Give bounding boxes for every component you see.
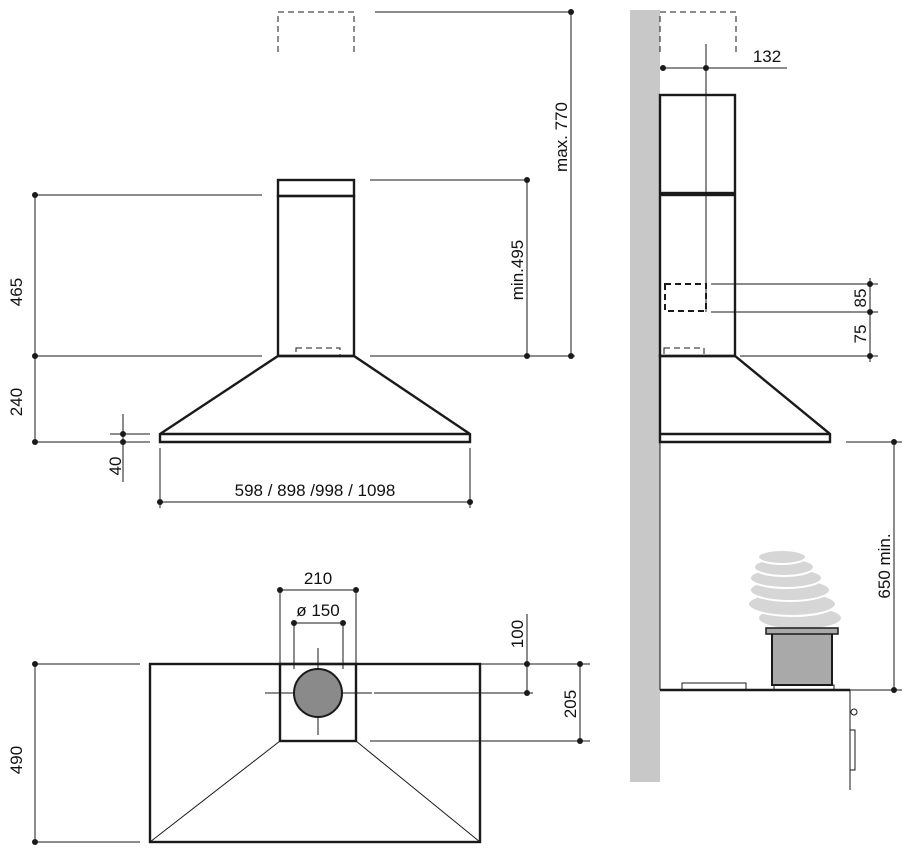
front-view: 465 240 40 598 / 898 /998 / 1098 min.495… [7, 9, 575, 508]
dim-490: 490 [7, 746, 26, 774]
side-chimney-extension-dashed [659, 11, 737, 52]
side-canopy [658, 354, 832, 444]
dim-465: 465 [7, 278, 26, 306]
dim-205: 205 [561, 690, 580, 718]
top-view: 210 ø 150 100 205 490 [7, 569, 590, 845]
dim-210: 210 [304, 569, 332, 588]
side-vent-dashed [663, 347, 705, 357]
dim-132: 132 [753, 47, 781, 66]
chimney-extension-dashed [277, 11, 355, 52]
chimney-top [276, 178, 356, 198]
side-view: 132 85 75 650 min. [630, 10, 902, 790]
dim-diameter-150: ø 150 [296, 601, 339, 620]
dim-650-min: 650 min. [875, 533, 894, 598]
side-chimney-lower [658, 193, 737, 358]
pot [771, 632, 833, 686]
dim-100: 100 [508, 620, 527, 648]
dim-75: 75 [851, 325, 870, 344]
hob-burner-2 [773, 684, 835, 691]
steam [747, 549, 843, 631]
pot-rim [765, 627, 839, 635]
dim-max-770: max. 770 [552, 102, 571, 172]
dim-min-495: min.495 [508, 240, 527, 300]
canopy [158, 354, 472, 444]
side-chimney-upper [658, 93, 737, 195]
chimney-body [276, 194, 356, 358]
dim-40: 40 [106, 457, 125, 476]
hob-burner [681, 682, 747, 691]
bracket-dashed [664, 283, 707, 312]
duct-circle [293, 668, 343, 718]
dim-85: 85 [851, 289, 870, 308]
dim-widths: 598 / 898 /998 / 1098 [235, 481, 396, 500]
wall [630, 10, 660, 782]
dim-240: 240 [7, 388, 26, 416]
